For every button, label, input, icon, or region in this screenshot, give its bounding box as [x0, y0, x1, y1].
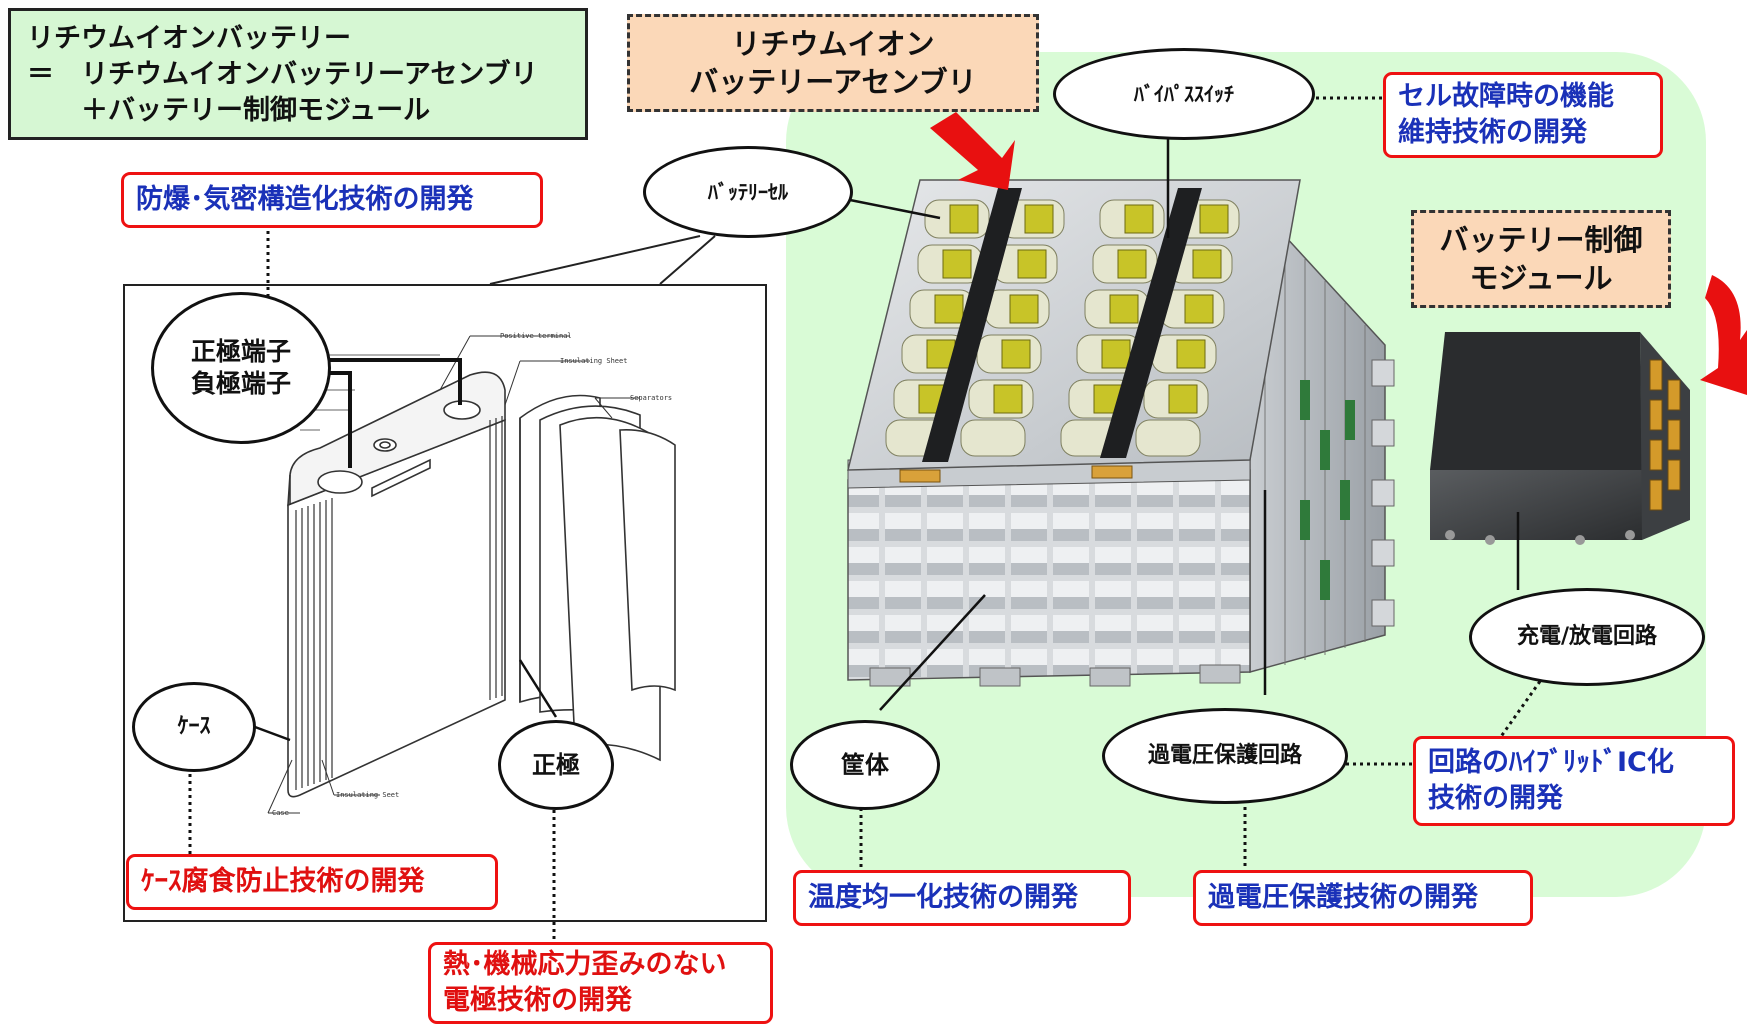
tag-hybrid-ic-line-1: 回路のﾊｲﾌﾞﾘｯﾄﾞIC化 — [1428, 747, 1674, 778]
control-module-label-line-2: モジュール — [1469, 261, 1613, 295]
charge-discharge-circuit-callout: 充電/放電回路 — [1469, 588, 1705, 686]
definition-line-3: ＋バッテリー制御モジュール — [27, 95, 431, 126]
tag-temperature-text: 温度均一化技術の開発 — [808, 882, 1078, 913]
drawing-label-positive-terminal: Positive terminal — [500, 332, 572, 340]
tag-hybrid-ic: 回路のﾊｲﾌﾞﾘｯﾄﾞIC化 技術の開発 — [1413, 736, 1735, 826]
battery-cell-callout: ﾊﾞｯﾃﾘｰｾﾙ — [643, 146, 853, 238]
assembly-label-line-2: バッテリーアセンブリ — [689, 65, 977, 99]
charge-discharge-circuit-label: 充電/放電回路 — [1516, 624, 1658, 649]
battery-cell-label: ﾊﾞｯﾃﾘｰｾﾙ — [708, 180, 788, 204]
overvoltage-circuit-label: 過電圧保護回路 — [1147, 743, 1302, 768]
assembly-label-line-1: リチウムイオン — [731, 27, 935, 61]
drawing-label-insulating-sheet: Insulating Sheet — [560, 357, 627, 365]
positive-electrode-label: 正極 — [532, 751, 580, 779]
battery-assembly-module — [847, 179, 1395, 687]
control-module-label-line-1: バッテリー制御 — [1439, 223, 1643, 257]
tag-electrode-line-1: 熱･機械応力歪みのない — [443, 949, 727, 980]
tag-explosion-proof-text: 防爆･気密構造化技術の開発 — [136, 184, 474, 215]
overvoltage-circuit-callout: 過電圧保護回路 — [1102, 708, 1348, 804]
tag-case-corrosion: ｹｰｽ腐食防止技術の開発 — [126, 854, 498, 910]
negative-terminal-label: 負極端子 — [190, 369, 291, 398]
drawing-label-separators: Separators — [630, 394, 672, 402]
tag-cell-failure-function: セル故障時の機能 維持技術の開発 — [1383, 72, 1663, 158]
drawing-label-insulating-seet: Insulating Seet — [336, 791, 399, 799]
definition-box: リチウムイオンバッテリー ＝ リチウムイオンバッテリーアセンブリ ＋バッテリー制… — [8, 8, 588, 140]
assembly-label: リチウムイオン バッテリーアセンブリ — [627, 14, 1039, 112]
battery-control-module — [1430, 332, 1690, 545]
terminals-callout: 正極端子 負極端子 — [151, 292, 331, 444]
case-label: ｹｰｽ — [177, 714, 211, 739]
dotted-connector-lines — [188, 96, 1550, 945]
positive-terminal-label: 正極端子 — [190, 337, 291, 366]
cell-grid — [885, 188, 1240, 483]
definition-line-2: ＝ リチウムイオンバッテリーアセンブリ — [27, 59, 538, 90]
housing-callout: 筐体 — [790, 720, 940, 810]
tag-hybrid-ic-line-2: 技術の開発 — [1428, 783, 1563, 814]
case-callout: ｹｰｽ — [132, 682, 256, 772]
definition-line-1: リチウムイオンバッテリー — [27, 23, 351, 54]
control-module-label: バッテリー制御 モジュール — [1411, 210, 1671, 308]
tag-explosion-proof: 防爆･気密構造化技術の開発 — [121, 172, 543, 228]
tag-temperature-uniformity: 温度均一化技術の開発 — [793, 870, 1131, 926]
tag-electrode-line-2: 電極技術の開発 — [443, 985, 632, 1016]
battery-cell-drawing — [267, 335, 676, 814]
assembly-arrow — [930, 112, 1015, 190]
tag-electrode: 熱･機械応力歪みのない 電極技術の開発 — [428, 942, 773, 1024]
bypass-switch-label: ﾊﾞｲﾊﾟｽｽｲｯﾁ — [1134, 82, 1234, 106]
terminal-leader-lines — [330, 358, 462, 468]
tag-overvoltage-text: 過電圧保護技術の開発 — [1208, 882, 1478, 913]
battery-cell-callout-tail — [489, 235, 716, 285]
tag-case-corrosion-text: ｹｰｽ腐食防止技術の開発 — [141, 866, 425, 897]
callout-leader-lines — [254, 138, 1520, 742]
tag-overvoltage-protection: 過電圧保護技術の開発 — [1193, 870, 1533, 926]
drawing-label-case: Case — [272, 809, 289, 817]
tag-cell-failure-line-2: 維持技術の開発 — [1398, 117, 1587, 148]
positive-electrode-callout: 正極 — [498, 720, 614, 810]
bypass-switch-callout: ﾊﾞｲﾊﾟｽｽｲｯﾁ — [1053, 48, 1315, 140]
housing-label: 筐体 — [841, 751, 889, 779]
tag-cell-failure-line-1: セル故障時の機能 — [1398, 81, 1614, 112]
control-module-arrow — [1700, 275, 1747, 395]
